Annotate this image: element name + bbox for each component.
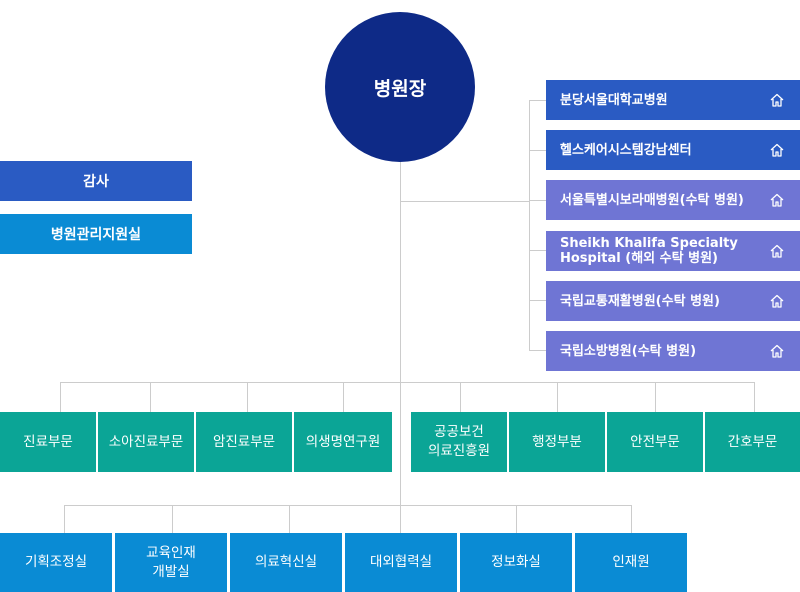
audit-unit[interactable]: 감사 (0, 161, 192, 201)
division-label: 암진료부문 (212, 433, 276, 450)
division-label-line2: 의료진흥원 (427, 443, 491, 459)
hospital-director-label: 병원장 (373, 77, 427, 100)
home-icon[interactable] (768, 91, 786, 109)
office-label: 기획조정실 (24, 554, 88, 570)
affiliate-sheikh-khalifa-hospital[interactable]: Sheikh Khalifa Specialty Hospital (해외 수탁… (546, 231, 800, 271)
affiliate-label: Sheikh Khalifa Specialty Hospital (해외 수탁… (560, 236, 768, 266)
office-label: 교육인재 개발실 (146, 544, 196, 582)
audit-label: 감사 (83, 174, 109, 190)
affiliate-traffic-rehab-hospital[interactable]: 국립교통재활병원(수탁 병원) (546, 281, 800, 321)
office-talent-institute[interactable]: 인재원 (575, 533, 687, 592)
affiliate-label: 국립소방병원(수탁 병원) (560, 343, 697, 359)
division-label: 간호부문 (727, 433, 778, 450)
home-icon[interactable] (768, 342, 786, 360)
home-icon[interactable] (768, 191, 786, 209)
division-biomedical-research[interactable]: 의생명연구원 (294, 412, 392, 472)
office-planning-coordination[interactable]: 기획조정실 (0, 533, 112, 592)
office-medical-innovation[interactable]: 의료혁신실 (230, 533, 342, 592)
affiliate-label-line1: Sheikh Khalifa Specialty (560, 236, 738, 251)
hospital-management-support-unit[interactable]: 병원관리지원실 (0, 214, 192, 254)
affiliate-label: 분당서울대학교병원 (560, 92, 668, 108)
division-label: 공공보건 의료진흥원 (428, 423, 490, 461)
division-label: 소아진료부문 (108, 433, 184, 450)
affiliate-label: 헬스케어시스템강남센터 (560, 142, 692, 158)
affiliate-healthcare-gangnam[interactable]: 헬스케어시스템강남센터 (546, 130, 800, 170)
home-icon[interactable] (768, 292, 786, 310)
office-label: 인재원 (612, 554, 650, 570)
division-administration[interactable]: 행정부분 (509, 412, 605, 472)
division-label: 진료부문 (23, 433, 73, 450)
affiliate-label-line2: Hospital (해외 수탁 병원) (560, 251, 718, 266)
home-icon[interactable] (768, 141, 786, 159)
division-label: 의생명연구원 (305, 433, 381, 450)
office-education-talent[interactable]: 교육인재 개발실 (115, 533, 227, 592)
division-public-health[interactable]: 공공보건 의료진흥원 (411, 412, 507, 472)
home-icon[interactable] (768, 242, 786, 260)
division-nursing[interactable]: 간호부문 (705, 412, 800, 472)
division-label-line1: 공공보건 (434, 424, 484, 440)
division-label: 안전부문 (630, 433, 680, 450)
division-label: 행정부분 (532, 433, 582, 450)
office-label: 대외협력실 (369, 554, 433, 570)
hospital-management-support-label: 병원관리지원실 (50, 227, 142, 243)
affiliate-boramae-hospital[interactable]: 서울특별시보라매병원(수탁 병원) (546, 180, 800, 220)
affiliate-label: 국립교통재활병원(수탁 병원) (560, 293, 720, 309)
office-label-line1: 교육인재 (146, 544, 196, 561)
division-medical[interactable]: 진료부문 (0, 412, 96, 472)
affiliate-label: 서울특별시보라매병원(수탁 병원) (560, 192, 744, 208)
affiliate-fire-hospital[interactable]: 국립소방병원(수탁 병원) (546, 331, 800, 371)
hospital-director-node[interactable]: 병원장 (325, 12, 475, 162)
affiliate-bundang-hospital[interactable]: 분당서울대학교병원 (546, 80, 800, 120)
office-external-cooperation[interactable]: 대외협력실 (345, 533, 457, 592)
office-information[interactable]: 정보화실 (460, 533, 572, 592)
office-label: 의료혁신실 (254, 554, 318, 570)
division-pediatric[interactable]: 소아진료부문 (98, 412, 194, 472)
office-label-line2: 개발실 (152, 563, 190, 580)
division-safety[interactable]: 안전부문 (607, 412, 703, 472)
office-label: 정보화실 (491, 554, 541, 570)
division-cancer[interactable]: 암진료부문 (196, 412, 292, 472)
